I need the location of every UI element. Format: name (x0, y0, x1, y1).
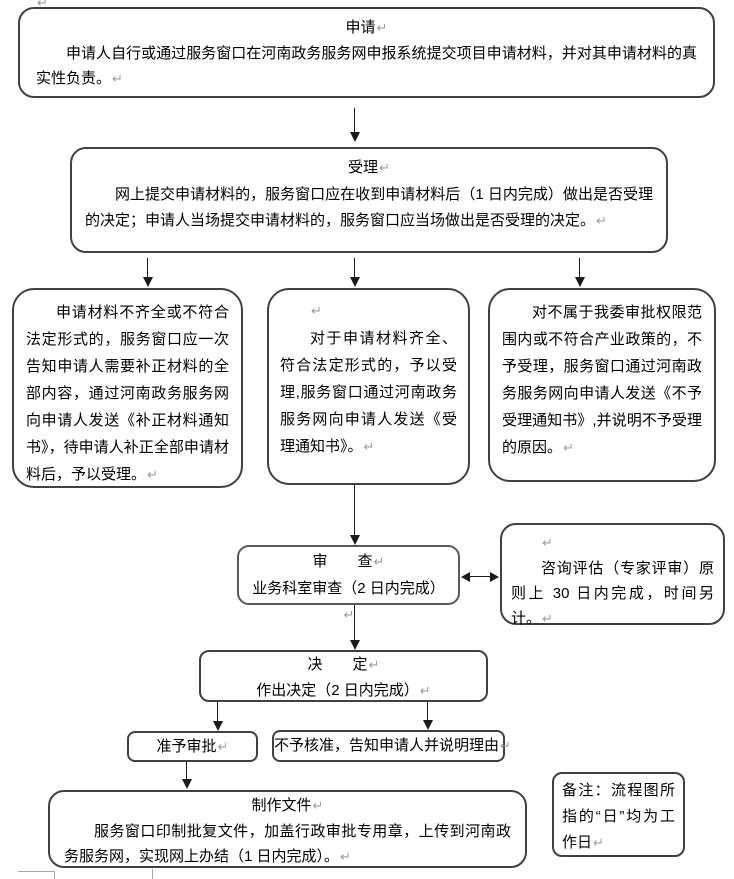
node-title: 审 查↵ (249, 549, 448, 576)
connector-decision-approve (217, 702, 218, 722)
flow-node-note: 备注：流程图所指的“日”均为工作日↵ (552, 772, 685, 857)
connector-accepted-review (354, 485, 355, 536)
connector-decision-deny (427, 702, 428, 721)
node-body: 备注：流程图所指的“日”均为工作日↵ (562, 778, 675, 857)
flow-node-reject: 对不属于我委审批权限范围内或不符合产业政策的，不予受理，服务窗口通过河南政务服务… (488, 288, 716, 482)
node-body: 服务窗口印制批复文件，加盖行政审批专用章，上传到河南政务服务网，实现网上办结（1… (64, 819, 511, 870)
pilcrow-icon: ↵ (312, 799, 324, 814)
pilcrow-icon: ↵ (593, 836, 604, 851)
arrow-left-icon (461, 572, 470, 582)
pilcrow-icon: ↵ (311, 304, 322, 319)
flow-node-approve: 准予审批↵ (127, 731, 258, 762)
connector-review-consult (467, 576, 492, 577)
node-title: 申请↵ (36, 15, 697, 41)
node-body-text: 业务科室审查（2 日内完成） (252, 580, 445, 597)
arrow-down-icon (350, 132, 360, 142)
text-boundary-mark (18, 871, 55, 879)
node-body-text: 申请材料不齐全或不符合法定形式的，服务窗口应一次告知申请人需要补正材料的全部内容… (26, 304, 229, 483)
connector-apply-accept (354, 108, 355, 134)
node-title-text: 申请 (345, 19, 376, 36)
node-body-text: 服务窗口印制批复文件，加盖行政审批专用章，上传到河南政务服务网，实现网上办结（1… (64, 823, 511, 865)
flow-node-consult: ↵ 咨询评估（专家评审）原则上 30 日内完成，时间另计。↵ (500, 523, 725, 627)
pilcrow-icon: ↵ (419, 684, 431, 699)
pilcrow-icon: ↵ (343, 608, 355, 623)
flow-node-accept: 受理↵ 网上提交申请材料的，服务窗口应在收到申请材料后（1 日内完成）做出是否受… (70, 147, 668, 253)
flow-node-apply: 申请↵ 申请人自行或通过服务窗口在河南政务服务网申报系统提交项目申请材料，并对其… (18, 7, 715, 98)
empty-line: ↵ (280, 297, 457, 325)
flow-node-supplement: 申请材料不齐全或不符合法定形式的，服务窗口应一次告知申请人需要补正材料的全部内容… (12, 288, 243, 488)
pilcrow-icon: ↵ (112, 72, 123, 87)
flow-node-deny: 不予核准，告知申请人并说明理由↵ (272, 730, 511, 762)
pilcrow-icon: ↵ (563, 441, 574, 456)
pilcrow-icon: ↵ (37, 0, 48, 11)
pilcrow-icon: ↵ (379, 161, 390, 176)
arrow-down-icon (143, 277, 153, 287)
node-title: 制作文件↵ (64, 793, 511, 819)
node-body: 业务科室审查（2 日内完成） ↵ (249, 576, 448, 629)
node-title: 受理↵ (85, 155, 653, 182)
node-body: 申请材料不齐全或不符合法定形式的，服务窗口应一次告知申请人需要补正材料的全部内容… (26, 299, 229, 489)
pilcrow-icon: ↵ (596, 214, 607, 229)
pilcrow-icon: ↵ (542, 536, 553, 551)
node-body: 作出决定（2 日内完成）↵ (213, 678, 474, 704)
node-title: 决 定↵ (213, 652, 474, 678)
node-body: 对于申请材料齐全、符合法定形式的，予以受理,服务窗口通过河南政务服务网向申请人发… (280, 325, 457, 461)
pilcrow-icon: ↵ (363, 440, 375, 455)
node-body-text: 申请人自行或通过服务窗口在河南政务服务网申报系统提交项目申请材料，并对其申请材料… (36, 45, 697, 87)
pilcrow-icon: ↵ (542, 612, 553, 627)
pilcrow-icon: ↵ (500, 739, 511, 754)
arrow-down-icon (350, 640, 360, 650)
connector-accept-supplement (147, 258, 148, 278)
node-body: 对不属于我委审批权限范围内或不符合产业政策的，不予受理，服务窗口通过河南政务服务… (502, 299, 702, 462)
node-body: 申请人自行或通过服务窗口在河南政务服务网申报系统提交项目申请材料，并对其申请材料… (36, 41, 697, 92)
arrow-down-icon (575, 277, 585, 287)
connector-accept-reject (579, 258, 580, 278)
node-title-text: 制作文件 (251, 797, 312, 814)
pilcrow-icon: ↵ (340, 850, 351, 865)
node-body-text: 作出决定（2 日内完成） (256, 682, 419, 699)
arrow-down-icon (182, 779, 192, 789)
node-title-text: 受理 (348, 159, 379, 176)
node-body-text: 备注：流程图所指的“日”均为工作日 (562, 782, 675, 851)
arrow-right-icon (490, 572, 499, 582)
connector-review-decision (354, 605, 355, 641)
pilcrow-icon: ↵ (373, 555, 385, 570)
arrow-down-icon (423, 720, 433, 730)
arrow-down-icon (213, 721, 223, 731)
flow-node-document: 制作文件↵ 服务窗口印制批复文件，加盖行政审批专用章，上传到河南政务服务网，实现… (48, 790, 527, 868)
flow-node-review: 审 查↵ 业务科室审查（2 日内完成）↵ (237, 545, 460, 623)
flow-node-accepted: ↵ 对于申请材料齐全、符合法定形式的，予以受理,服务窗口通过河南政务服务网向申请… (267, 288, 470, 485)
pilcrow-icon: ↵ (217, 740, 229, 755)
node-body-text: 对不属于我委审批权限范围内或不符合产业政策的，不予受理，服务窗口通过河南政务服务… (502, 304, 702, 456)
empty-line: ↵ (511, 530, 714, 556)
node-body-text: 咨询评估（专家评审）原则上 30 日内完成，时间另计。 (511, 560, 714, 627)
node-body: 咨询评估（专家评审）原则上 30 日内完成，时间另计。↵ (511, 556, 714, 632)
node-label-text: 不予核准，告知申请人并说明理由 (274, 737, 500, 754)
node-title-text: 审 查 (312, 553, 373, 570)
arrow-down-icon (350, 535, 360, 545)
node-title-text: 决 定 (307, 656, 368, 673)
pilcrow-icon: ↵ (368, 658, 380, 673)
node-body-text: 对于申请材料齐全、符合法定形式的，予以受理,服务窗口通过河南政务服务网向申请人发… (280, 330, 457, 455)
node-label-text: 准予审批 (156, 738, 217, 755)
node-body: 网上提交申请材料的，服务窗口应在收到申请材料后（1 日内完成）做出是否受理的决定… (85, 182, 653, 235)
flow-node-decision: 决 定↵ 作出决定（2 日内完成）↵ (199, 650, 488, 702)
text-boundary-mark (152, 869, 153, 879)
connector-accept-accepted (354, 258, 355, 278)
pilcrow-icon: ↵ (376, 21, 388, 36)
node-body-text: 网上提交申请材料的，服务窗口应在收到申请材料后（1 日内完成）做出是否受理的决定… (85, 186, 653, 229)
connector-approve-document (186, 762, 187, 780)
pilcrow-icon: ↵ (147, 468, 158, 483)
arrow-down-icon (350, 277, 360, 287)
